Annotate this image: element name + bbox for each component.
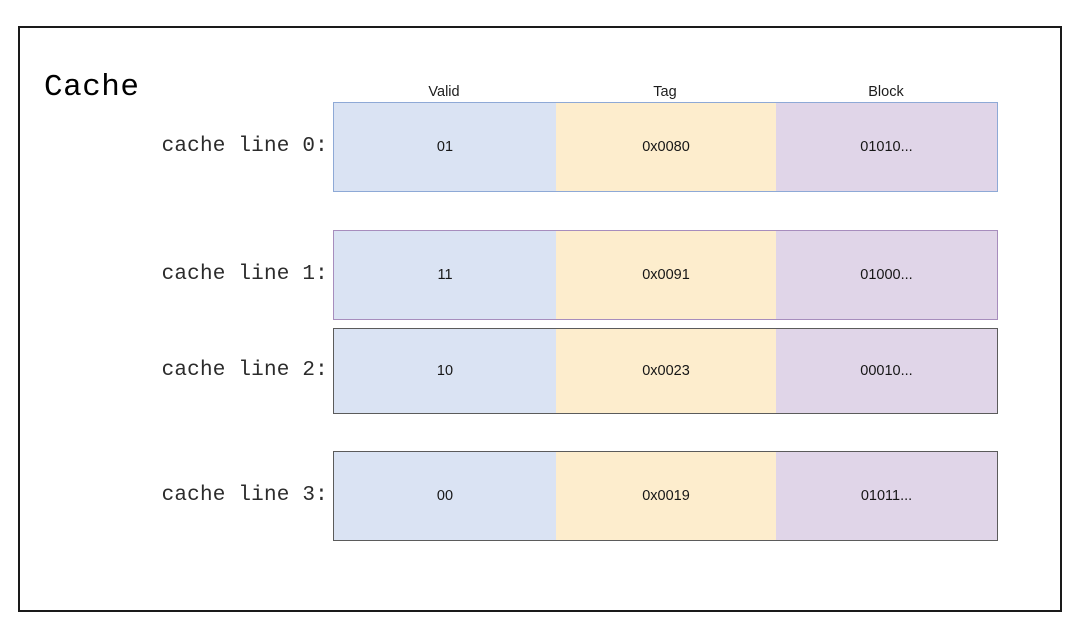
cache-line-cells: 00 0x0019 01011... [333,451,998,541]
column-header-block: Block [868,84,904,100]
cache-diagram-frame: Cache Valid Tag Block cache line 0: 01 0… [18,26,1062,612]
cache-line-cells: 01 0x0080 01010... [333,102,998,192]
cell-valid: 10 [334,329,556,413]
cell-tag: 0x0023 [556,329,776,413]
cell-tag: 0x0080 [556,103,776,191]
column-header-tag: Tag [653,84,677,100]
cell-valid: 11 [334,231,556,319]
cell-block: 01010... [776,103,997,191]
cache-line-label: cache line 3: [161,484,328,507]
cache-line-cells: 10 0x0023 00010... [333,328,998,414]
cell-valid: 00 [334,452,556,540]
cell-block: 01000... [776,231,997,319]
cell-tag: 0x0019 [556,452,776,540]
cache-line-cells: 11 0x0091 01000... [333,230,998,320]
cache-line-label: cache line 0: [161,135,328,158]
cell-tag: 0x0091 [556,231,776,319]
column-header-valid: Valid [428,84,460,100]
cache-line-label: cache line 2: [161,359,328,382]
cell-block: 01011... [776,452,997,540]
cell-block: 00010... [776,329,997,413]
cache-line-label: cache line 1: [161,263,328,286]
diagram-title: Cache [44,70,140,105]
cell-valid: 01 [334,103,556,191]
